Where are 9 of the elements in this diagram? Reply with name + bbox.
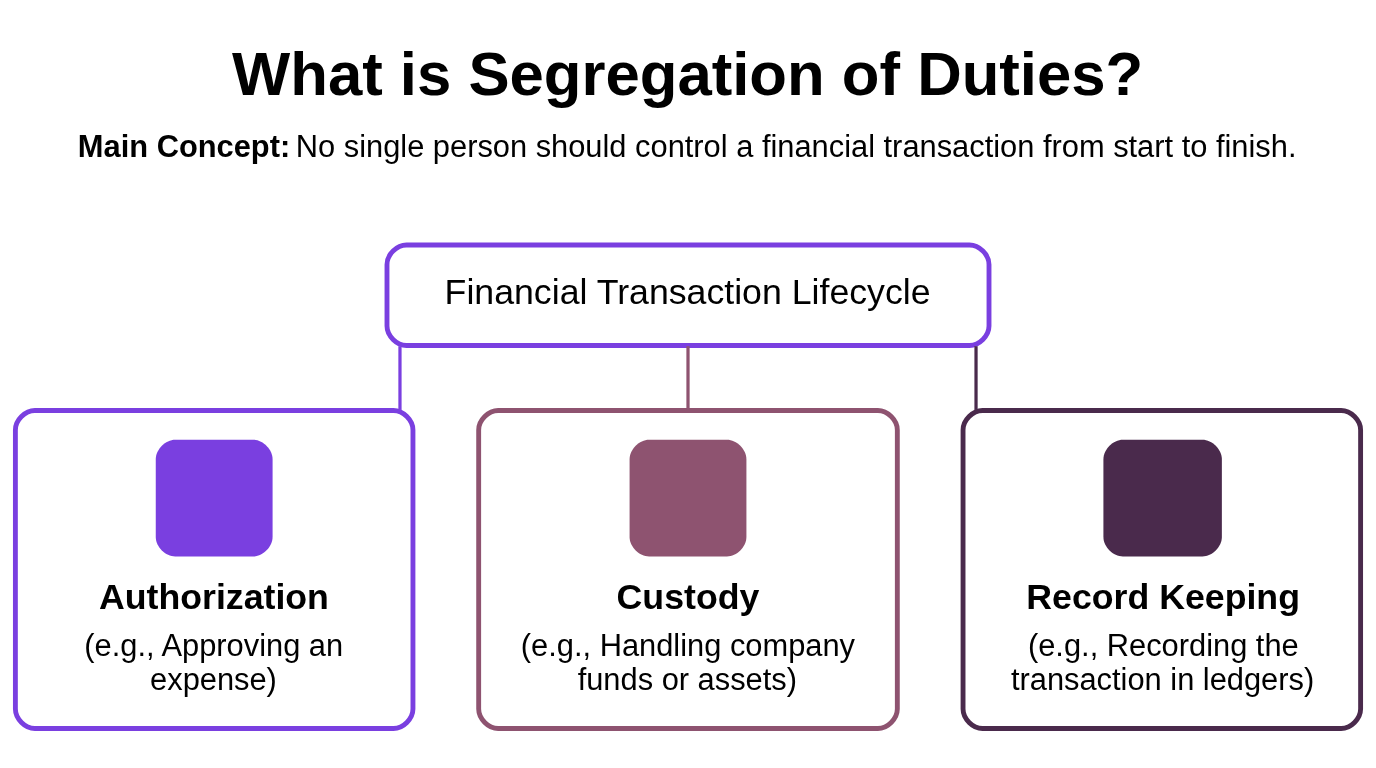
connector: [974, 345, 978, 410]
node-box: Record Keeping (e.g., Recording the transaction in ledgers): [960, 407, 1364, 731]
node-box: Authorization (e.g., Approving an expense): [12, 407, 416, 731]
connector: [686, 345, 690, 410]
label: Main Concept: No single person should control a financial transaction from start to finish.: [77, 128, 1297, 164]
connector: [398, 345, 402, 410]
node-box: Custody (e.g., Handling company funds or assets): [476, 407, 900, 731]
diagram-title: What is Segregation of Duties?: [232, 38, 1144, 108]
node-box: Financial Transaction Lifecycle: [384, 242, 992, 348]
